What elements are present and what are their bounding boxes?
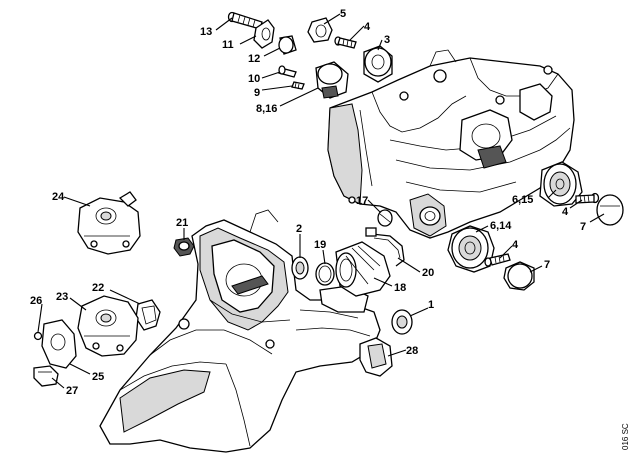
plug-17	[377, 209, 393, 227]
callout-6-14: 6,14	[490, 220, 512, 232]
callout-10: 10	[248, 73, 260, 85]
screw-10	[278, 65, 297, 78]
callout-25: 25	[92, 371, 104, 383]
lever-27	[33, 365, 59, 387]
callout-13: 13	[200, 26, 212, 38]
av-buffer-8-16	[315, 61, 349, 99]
callout-27: 27	[66, 385, 78, 397]
leader-lines	[37, 13, 605, 389]
carburetor-23	[77, 295, 139, 357]
figure-code: 016 SC	[621, 423, 630, 450]
manifold-18	[335, 241, 391, 297]
seal-2	[291, 256, 309, 280]
callout-1: 1	[428, 299, 434, 311]
callout-2: 2	[296, 223, 302, 235]
callout-22: 22	[92, 282, 104, 294]
callout-8-16: 8,16	[256, 103, 277, 115]
callout-17: 17	[356, 195, 368, 207]
ring-19	[315, 262, 335, 286]
callout-5: 5	[340, 8, 346, 20]
callout-9: 9	[254, 87, 260, 99]
callout-23: 23	[56, 291, 68, 303]
callout-28: 28	[406, 345, 418, 357]
callout-6-15: 6,15	[512, 194, 533, 206]
tank-housing	[99, 209, 381, 453]
bolt-9	[291, 81, 305, 90]
screw-4-right	[575, 192, 600, 204]
callout-20: 20	[422, 267, 434, 279]
callout-7-right: 7	[580, 221, 586, 233]
callout-24: 24	[52, 191, 65, 203]
callout-7-lower: 7	[544, 259, 550, 271]
bracket-28	[359, 337, 393, 377]
gasket-22	[135, 299, 161, 331]
grommet-21	[173, 237, 195, 257]
washer-11	[253, 19, 275, 49]
callout-26: 26	[30, 295, 42, 307]
callout-18: 18	[394, 282, 406, 294]
plate-25	[41, 319, 77, 369]
seal-1	[391, 309, 413, 335]
clamp-20	[365, 227, 405, 267]
callout-4-right: 4	[562, 206, 569, 218]
sleeve-12	[278, 35, 297, 55]
callout-3: 3	[384, 34, 390, 46]
carburetor-24	[77, 191, 141, 255]
callout-labels: 13 11 12 10 9 8,16 5 4 3 24 21 2 19 17 6…	[30, 8, 586, 397]
callout-11: 11	[222, 39, 234, 51]
cap-7-lower	[503, 261, 535, 291]
cap-7-right	[596, 194, 624, 226]
callout-12: 12	[248, 53, 260, 65]
buffer-6-14	[447, 225, 495, 273]
crankcase	[327, 49, 575, 239]
screw-13	[227, 11, 263, 30]
nut-26	[33, 331, 43, 341]
screw-4-top	[334, 36, 357, 49]
callout-4-lower: 4	[512, 239, 519, 251]
sleeve-5	[307, 17, 333, 43]
callout-19: 19	[314, 239, 326, 251]
callout-21: 21	[176, 217, 188, 229]
callout-4-top: 4	[364, 21, 371, 33]
buffer-3	[363, 45, 393, 83]
